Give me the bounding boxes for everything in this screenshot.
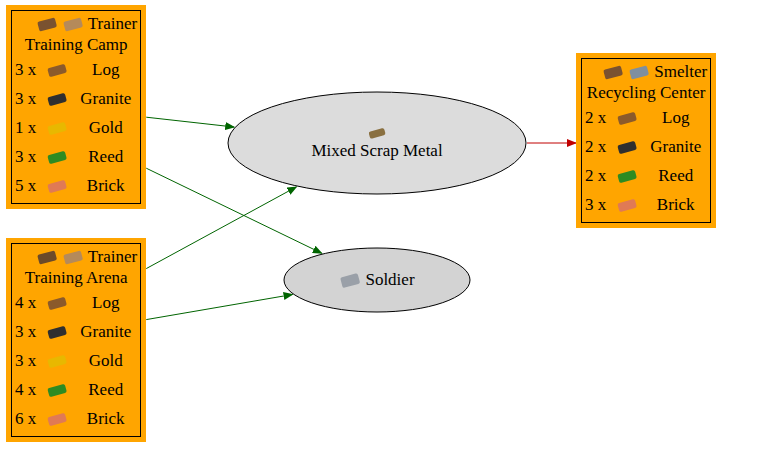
quantity: 3 x	[15, 142, 40, 171]
resource-icon	[46, 380, 68, 400]
resource-name: Reed	[74, 375, 137, 404]
building-type: Trainer	[88, 14, 137, 34]
resource-name: Log	[644, 103, 707, 132]
resource-icon	[46, 322, 68, 342]
ware-name: Mixed Scrap Metal	[311, 141, 442, 161]
quantity: 2 x	[585, 103, 610, 132]
resource-icon	[46, 89, 68, 109]
quantity: 3 x	[15, 346, 40, 375]
ware-name: Soldier	[365, 270, 414, 290]
ware-ellipse: Mixed Scrap Metal	[227, 91, 527, 195]
resource-name: Granite	[74, 84, 137, 113]
building-box: TrainerTraining Camp3 xLog3 xGranite1 xG…	[6, 5, 146, 209]
building-name: Training Arena	[15, 268, 137, 288]
resource-icon	[616, 166, 638, 186]
resource-icon	[46, 118, 68, 138]
resource-name: Log	[74, 55, 137, 84]
resource-icon	[46, 409, 68, 429]
quantity: 6 x	[15, 404, 40, 433]
resource-icon	[46, 176, 68, 196]
flow-arrow	[146, 187, 296, 269]
resource-icon	[46, 293, 68, 313]
flow-arrow	[146, 294, 292, 319]
building-name: Recycling Center	[585, 83, 707, 103]
quantity: 3 x	[15, 55, 40, 84]
quantity: 5 x	[15, 171, 40, 200]
resource-name: Log	[74, 288, 137, 317]
resource-icon	[46, 147, 68, 167]
resource-icon	[36, 246, 58, 268]
resource-name: Brick	[644, 190, 707, 219]
resource-name: Gold	[74, 113, 137, 142]
resource-icon	[46, 351, 68, 371]
building-name: Training Camp	[15, 35, 137, 55]
building-box: TrainerTraining Arena4 xLog3 xGranite3 x…	[6, 238, 146, 442]
quantity: 3 x	[585, 190, 610, 219]
flow-arrow	[527, 143, 576, 144]
resource-name: Granite	[644, 132, 707, 161]
resource-icon	[616, 195, 638, 215]
resource-icon	[628, 61, 650, 83]
resource-icon	[602, 61, 624, 83]
building-type: Trainer	[88, 247, 137, 267]
flow-arrow	[146, 117, 234, 127]
resource-name: Brick	[74, 404, 137, 433]
resource-icon	[339, 268, 361, 292]
resource-name: Gold	[74, 346, 137, 375]
resource-name: Reed	[644, 161, 707, 190]
quantity: 3 x	[15, 317, 40, 346]
resource-name: Reed	[74, 142, 137, 171]
building-type: Smelter	[654, 62, 707, 82]
resource-name: Brick	[74, 171, 137, 200]
building-box: SmelterRecycling Center2 xLog2 xGranite2…	[576, 53, 716, 228]
quantity: 3 x	[15, 84, 40, 113]
quantity: 2 x	[585, 132, 610, 161]
quantity: 1 x	[15, 113, 40, 142]
quantity: 4 x	[15, 375, 40, 404]
quantity: 2 x	[585, 161, 610, 190]
resource-icon	[46, 60, 68, 80]
ware-ellipse: Soldier	[283, 247, 471, 313]
resource-icon	[616, 108, 638, 128]
resource-icon	[616, 137, 638, 157]
resource-icon	[367, 125, 387, 141]
resource-name: Granite	[74, 317, 137, 346]
resource-icon	[62, 246, 84, 268]
resource-icon	[36, 13, 58, 35]
resource-icon	[62, 13, 84, 35]
quantity: 4 x	[15, 288, 40, 317]
